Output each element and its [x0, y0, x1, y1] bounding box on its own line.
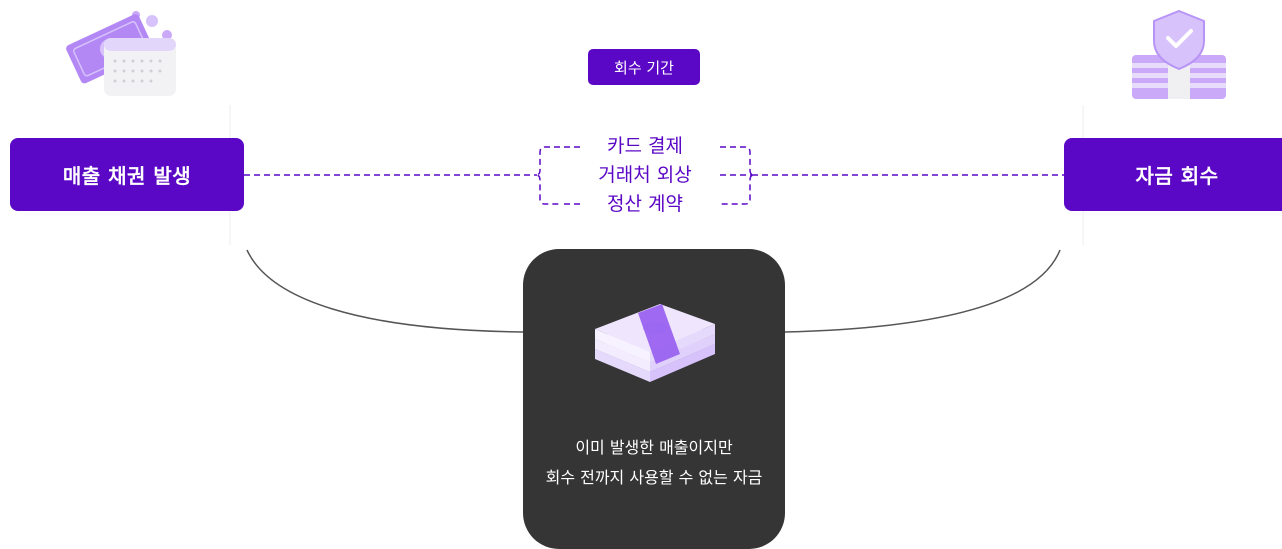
card-text-line2: 회수 전까지 사용할 수 없는 자금 [545, 468, 763, 487]
method-credit-sales: 거래처 외상 [598, 164, 692, 186]
method-settlement-contract: 정산 계약 [607, 193, 683, 215]
receivable-node: 매출 채권 발생 [10, 138, 244, 211]
arc-left [246, 249, 524, 333]
connector-lines [229, 105, 1084, 333]
method-card-payment: 카드 결제 [607, 135, 683, 157]
locked-funds-card: 이미 발생한 매출이지만 회수 전까지 사용할 수 없는 자금 [523, 249, 785, 549]
arc-right [784, 249, 1061, 333]
bracket-right [720, 146, 755, 205]
collection-period-badge: 회수 기간 [588, 49, 700, 85]
cash-bundle-icon [590, 294, 720, 384]
shield-cash-stack-icon [1128, 5, 1230, 103]
fund-collection-node: 자금 회수 [1064, 138, 1282, 211]
money-calendar-icon [60, 5, 190, 100]
bracket-left [535, 146, 560, 205]
card-text-line1: 이미 발생한 매출이지만 [575, 438, 733, 457]
